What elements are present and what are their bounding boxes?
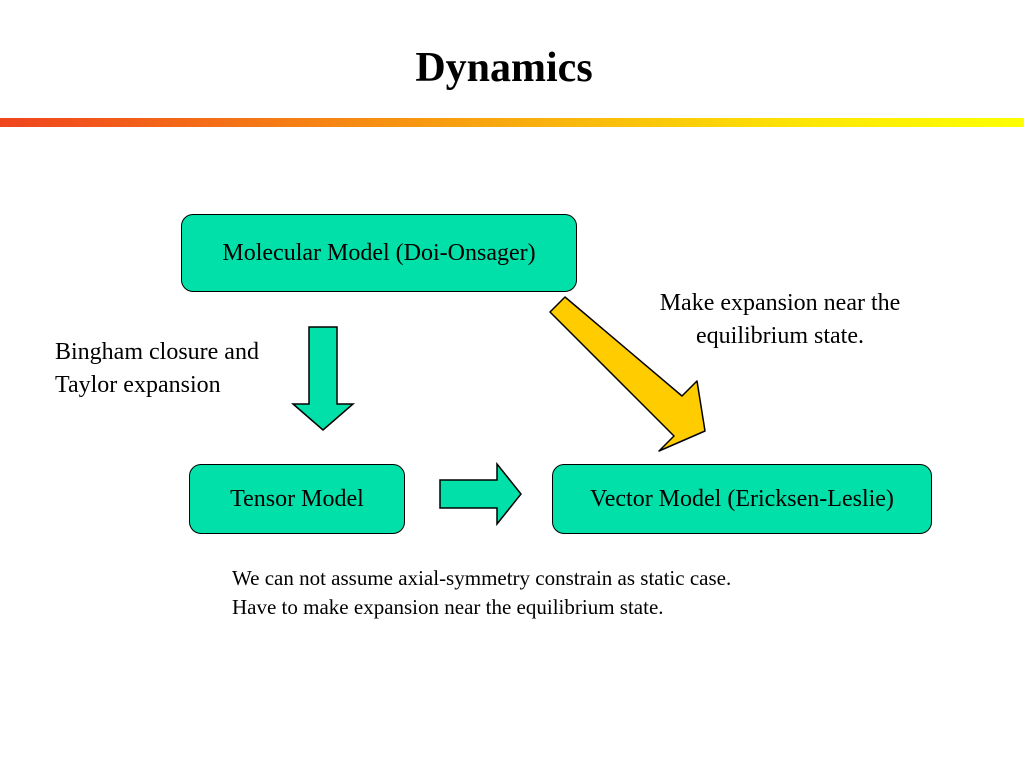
closure-label-line-2: Taylor expansion bbox=[55, 372, 221, 398]
right-arrow bbox=[439, 461, 522, 527]
title-gradient-rule bbox=[0, 118, 1024, 127]
expansion-label: Make expansion near the equilibrium stat… bbox=[620, 287, 940, 353]
vector-model-node: Vector Model (Ericksen-Leslie) bbox=[552, 464, 932, 534]
closure-label: Bingham closure and Taylor expansion bbox=[55, 336, 259, 402]
molecular-model-node: Molecular Model (Doi-Onsager) bbox=[181, 214, 577, 292]
note-text: We can not assume axial-symmetry constra… bbox=[232, 564, 731, 622]
note-line-1: We can not assume axial-symmetry constra… bbox=[232, 566, 732, 590]
tensor-model-node: Tensor Model bbox=[189, 464, 405, 534]
down-arrow bbox=[290, 326, 356, 431]
diagonal-arrow bbox=[549, 296, 706, 452]
note-line-2: Have to make expansion near the equilibr… bbox=[232, 595, 664, 619]
expansion-label-line-1: Make expansion near the bbox=[659, 290, 901, 316]
closure-label-line-1: Bingham closure and bbox=[55, 339, 259, 365]
expansion-label-line-2: equilibrium state. bbox=[696, 323, 864, 349]
slide-title: Dynamics bbox=[415, 45, 593, 91]
